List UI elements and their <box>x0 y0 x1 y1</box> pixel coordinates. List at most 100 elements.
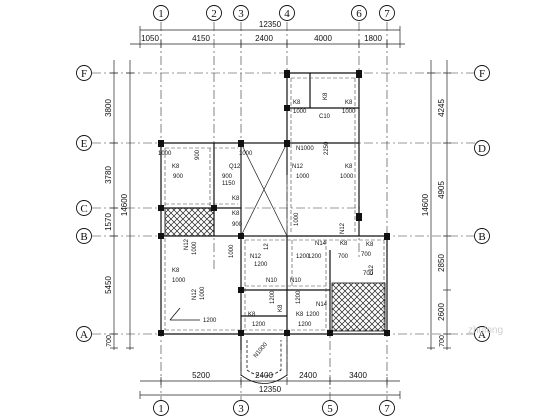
axis-left-F-circle <box>76 65 92 81</box>
dim-left-total: 14600 <box>120 193 129 216</box>
axis-bottom-1: 1 <box>158 403 164 415</box>
axis-left-C-circle <box>76 200 92 216</box>
dim-left-2: 1570 <box>104 213 113 231</box>
dim-top-0: 1050 <box>141 34 159 43</box>
dim-right-3: 2600 <box>437 303 446 321</box>
axis-left-B-circle <box>76 228 92 244</box>
label-k8: K8 <box>296 312 304 318</box>
label-k8: K8 <box>345 100 353 106</box>
dim-bottom-1: 2400 <box>255 371 273 380</box>
label-700: 700 <box>363 271 374 277</box>
label-1000: 1000 <box>293 109 307 115</box>
dim-top-2: 2400 <box>255 34 273 43</box>
label-1200: 1200 <box>306 312 320 318</box>
label-n10: N10 <box>290 278 302 284</box>
label-k8: K8 <box>172 268 180 274</box>
label-k8: K8 <box>172 164 180 170</box>
label-700: 700 <box>338 254 349 260</box>
axis-top-3: 3 <box>238 8 244 20</box>
axis-top-1: 1 <box>158 8 164 20</box>
axis-top-7-circle <box>379 5 395 21</box>
axis-bubbles-top: 1 2 3 4 6 7 <box>153 5 395 21</box>
axis-top-6: 6 <box>356 8 362 20</box>
dim-bottom-2: 2400 <box>299 371 317 380</box>
label-n12: N12 <box>292 164 304 170</box>
axis-right-D-circle <box>474 140 490 156</box>
label-n10: N10 <box>266 278 278 284</box>
dim-right-0: 4245 <box>437 99 446 117</box>
label-1000: 1000 <box>342 109 356 115</box>
dim-right-1: 4905 <box>437 181 446 199</box>
hatched-slab-right <box>331 282 386 332</box>
dim-top-3: 4000 <box>314 34 332 43</box>
label-n12-rot: N12 <box>340 222 346 234</box>
label-k8-rot: K8 <box>278 304 284 312</box>
void-cross <box>240 142 288 237</box>
dim-left-1: 3780 <box>104 166 113 184</box>
label-k8: K8 <box>366 242 374 248</box>
label-c10: C10 <box>319 114 331 120</box>
axis-left-A-circle <box>76 326 92 342</box>
label-n14: N14 <box>315 241 327 247</box>
label-1000-rot: 1000 <box>229 244 235 258</box>
label-1000-rot: 1000 <box>200 286 206 300</box>
axis-top-7: 7 <box>384 8 390 20</box>
label-1200-rot: 1200 <box>296 290 302 304</box>
label-k8: K8 <box>293 100 301 106</box>
label-1200-rot: 1200 <box>270 290 276 304</box>
label-700: 700 <box>361 252 372 258</box>
label-1000-rot: 1000 <box>294 212 300 226</box>
dim-bottom-3: 3400 <box>349 371 367 380</box>
dim-left-0: 3800 <box>104 99 113 117</box>
dim-right-2: 2850 <box>437 254 446 272</box>
label-1000: 1000 <box>239 151 253 157</box>
dim-right-total: 14600 <box>421 193 430 216</box>
label-1200: 1200 <box>308 254 322 260</box>
axis-bottom-3: 3 <box>238 403 244 415</box>
axis-top-4: 4 <box>284 8 290 20</box>
label-1000: 1000 <box>296 174 310 180</box>
label-n1000-rot: N1000 <box>253 341 269 359</box>
label-1000: 1000 <box>158 151 172 157</box>
axis-top-1-circle <box>153 5 169 21</box>
label-n1000: N1000 <box>296 146 314 152</box>
label-k8: K8 <box>248 312 256 318</box>
watermark: zhulong <box>468 325 503 336</box>
axis-bottom-7: 7 <box>384 403 390 415</box>
label-900: 900 <box>222 174 233 180</box>
axis-bottom-1-circle <box>153 400 169 416</box>
label-k8: K8 <box>232 196 240 202</box>
label-1150: 1150 <box>222 181 236 187</box>
axis-left-C: C <box>80 203 87 215</box>
axis-right-B: B <box>478 231 485 243</box>
label-900-rot: 900 <box>195 149 201 160</box>
dim-left-4: 700 <box>106 335 113 347</box>
axis-right-F-circle <box>474 65 490 81</box>
axis-top-2: 2 <box>211 8 217 20</box>
axis-right-A-circle <box>474 326 490 342</box>
label-1200: 1200 <box>203 318 217 324</box>
label-k8-rot: K8 <box>323 92 329 100</box>
axis-top-6-circle <box>351 5 367 21</box>
axis-right-F: F <box>479 68 485 80</box>
label-1000-rot: 1000 <box>192 241 198 255</box>
axis-right-A: A <box>478 329 486 341</box>
label-k8: K8 <box>340 241 348 247</box>
axis-bottom-5-circle <box>322 400 338 416</box>
axis-left-F: F <box>81 68 87 80</box>
label-q12: Q12 <box>229 164 241 170</box>
axis-top-3-circle <box>233 5 249 21</box>
dim-right-4: 700 <box>439 335 446 347</box>
label-12-rot: 12 <box>264 243 270 250</box>
stair-bay <box>169 307 288 384</box>
hatched-slab-left <box>164 207 215 237</box>
label-1200: 1200 <box>254 262 268 268</box>
label-2250: 2250 <box>324 141 330 155</box>
axis-bottom-7-circle <box>379 400 395 416</box>
label-1000: 1000 <box>340 174 354 180</box>
label-n14: N14 <box>316 302 328 308</box>
